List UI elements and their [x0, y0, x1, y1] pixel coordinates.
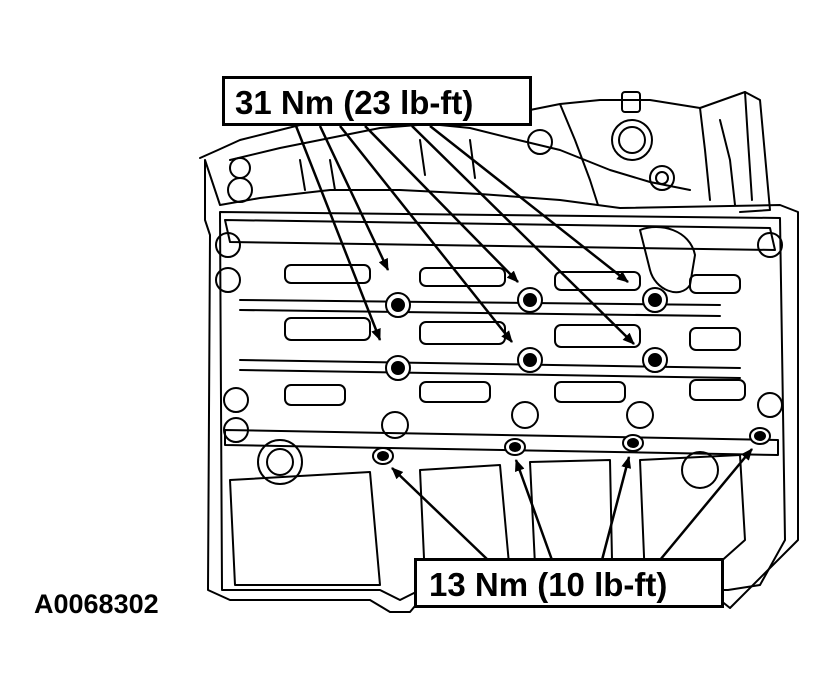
channel-11	[554, 381, 626, 403]
figure-id-label: A0068302	[34, 589, 159, 619]
side-fitting-inner	[655, 171, 669, 185]
top-stud	[621, 91, 641, 113]
gasket-lower	[224, 429, 779, 456]
lower-oval	[681, 451, 719, 489]
upper-housing-ridge-4	[719, 119, 736, 206]
channel-7	[554, 324, 641, 348]
upper-housing-ridge-2	[559, 103, 599, 206]
left-bolt-1	[215, 232, 241, 258]
top-small-port	[527, 129, 553, 155]
channel-6	[419, 321, 506, 345]
lower-compartment-1	[229, 471, 381, 586]
gasket-top	[224, 219, 776, 251]
left-top-fitting	[229, 157, 251, 179]
left-boss	[257, 439, 303, 485]
upper-housing-ridge-5	[744, 91, 753, 201]
channel-10	[419, 381, 491, 403]
upper-torque-bolts	[385, 287, 668, 381]
channel-4	[689, 274, 741, 294]
upper-torque-text: 31 Nm (23 lb-ft)	[235, 84, 474, 121]
upper-housing-outline	[199, 91, 771, 213]
back-bracket	[299, 139, 476, 191]
left-boss-inner	[266, 448, 294, 476]
side-fitting	[649, 165, 675, 191]
upper-leaders	[294, 125, 635, 345]
channel-1	[284, 264, 371, 284]
lower-compartment-3	[529, 459, 613, 566]
channel-3	[554, 271, 641, 291]
channel-2	[419, 267, 506, 287]
right-oblong	[639, 226, 696, 294]
channel-5	[284, 317, 371, 341]
left-bolt-2	[215, 267, 241, 293]
channel-9	[284, 384, 346, 406]
lower-bolt-2	[511, 401, 539, 429]
lower-bolt-1	[381, 411, 409, 439]
upper-torque-callout: 31 Nm (23 lb-ft)	[222, 76, 532, 126]
lower-torque-bolts	[372, 427, 771, 465]
upper-housing-ridge-3	[699, 107, 711, 201]
channel-12	[689, 379, 746, 401]
lower-bolt-3	[626, 401, 654, 429]
top-round-port-inner	[618, 126, 646, 154]
top-round-port	[611, 119, 653, 161]
main-plate-outline	[204, 159, 799, 613]
right-bolt-1	[757, 232, 783, 258]
channel-8	[689, 327, 741, 351]
left-bolt-3	[223, 387, 249, 413]
left-top-fitting-2	[227, 177, 253, 203]
lower-torque-callout: 13 Nm (10 lb-ft)	[414, 558, 724, 608]
left-bolt-4	[223, 417, 249, 443]
upper-housing-ridge	[229, 123, 691, 191]
lower-leaders	[391, 448, 753, 561]
lower-torque-text: 13 Nm (10 lb-ft)	[429, 566, 668, 603]
right-bolt-2	[757, 392, 783, 418]
